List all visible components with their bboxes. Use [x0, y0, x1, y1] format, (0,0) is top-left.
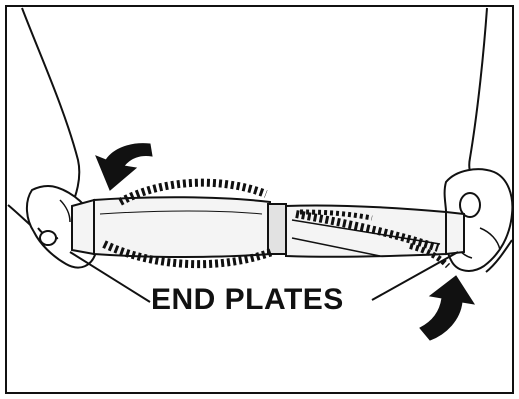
brush-roll-cylinder-left [94, 197, 270, 257]
brush-roll-center-band [268, 204, 286, 254]
left-arm-outline [22, 8, 79, 210]
curved-arrow-up-icon [420, 276, 474, 340]
right-arm-outline [469, 8, 487, 182]
end-plates-label: END PLATES [151, 285, 344, 315]
left-end-plate [72, 200, 94, 254]
brush-roll [72, 183, 464, 266]
curved-arrow-down-icon [96, 144, 152, 190]
right-end-plate [446, 212, 464, 254]
